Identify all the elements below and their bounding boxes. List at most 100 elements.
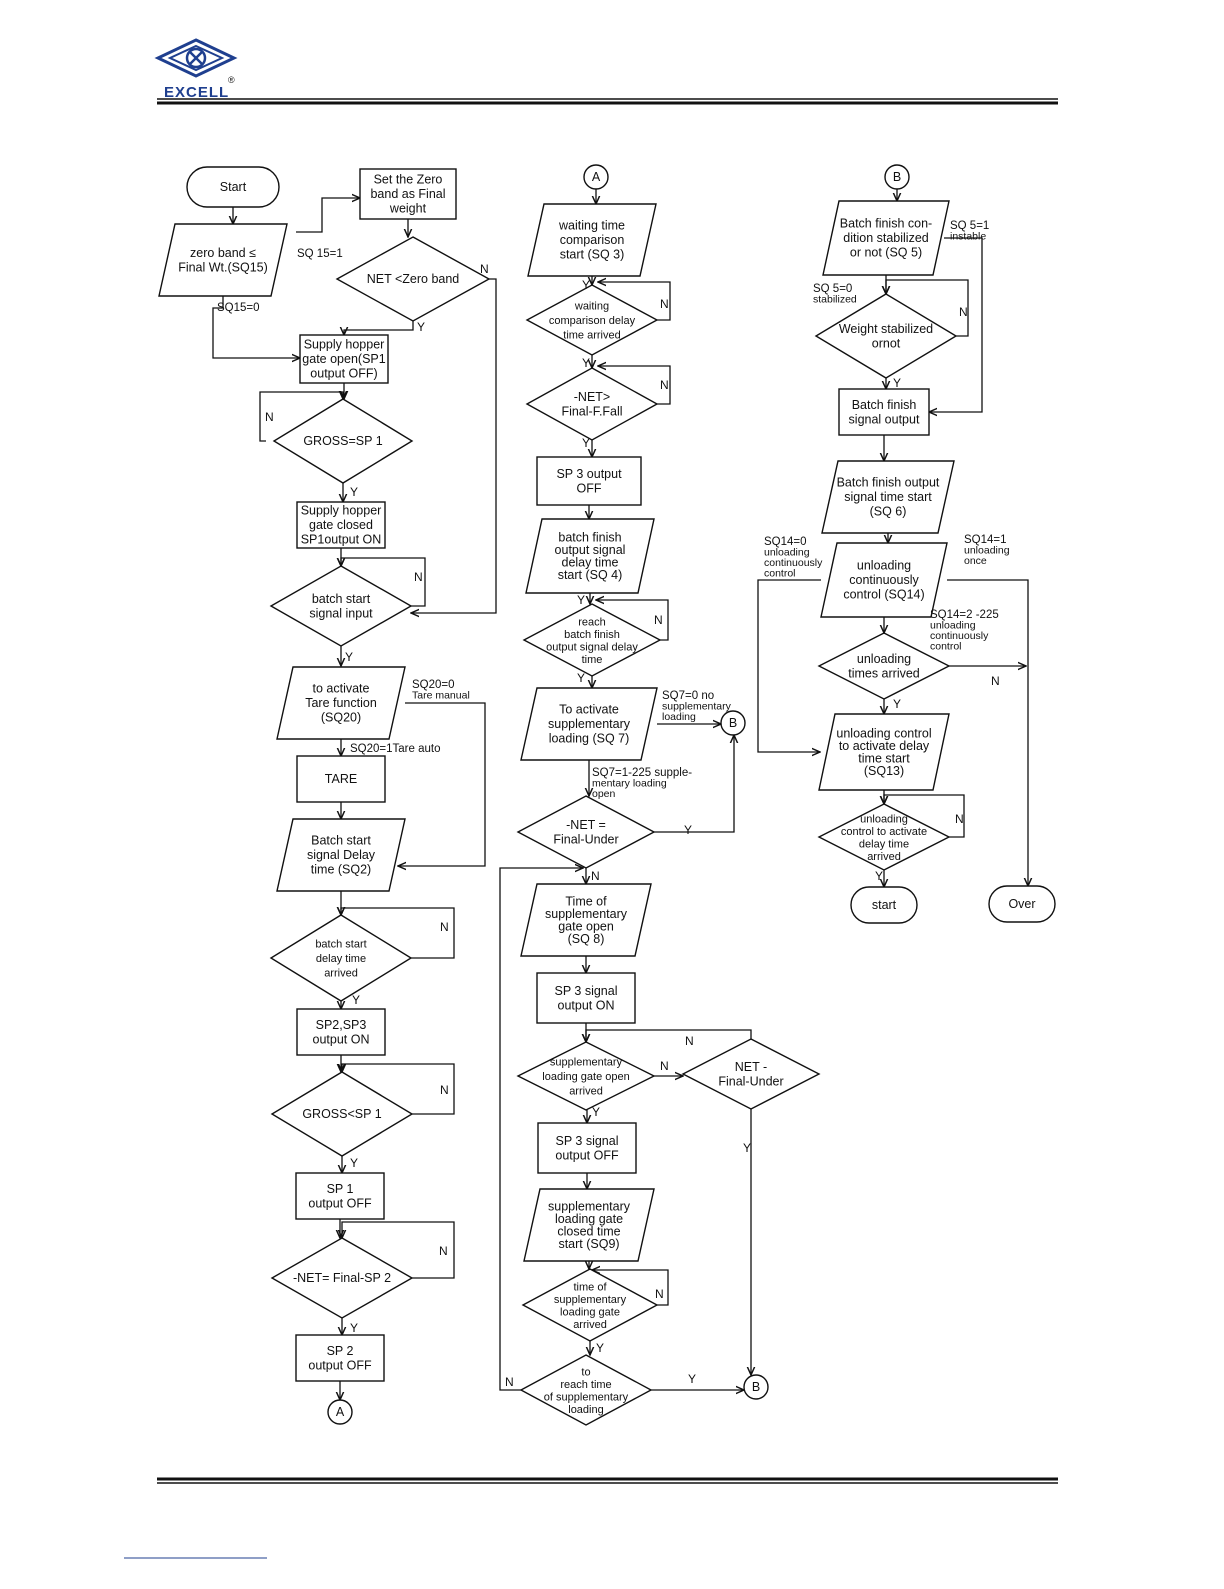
node-label: arrived (867, 851, 901, 863)
branch-label: Y (350, 1321, 358, 1335)
node-conn-b-mid: B (720, 710, 746, 736)
node-label: continuously (849, 573, 919, 587)
node-label: GROSS<SP 1 (302, 1107, 381, 1121)
node-label: signal input (309, 606, 373, 620)
annotation-sq14-0: continuously (764, 557, 823, 569)
branch-label: Y (688, 1372, 696, 1386)
flow-arrow (259, 392, 343, 442)
node-label: OFF (577, 481, 602, 495)
node-label: output OFF (308, 1358, 372, 1372)
branch-label: Y (352, 993, 360, 1007)
flow-arrow (499, 868, 583, 1391)
flow-arrow (342, 1221, 455, 1279)
annotation-sq5-1: instable (950, 231, 986, 243)
node-label: loading gate (555, 1212, 623, 1226)
node-label: to activate delay (839, 739, 930, 753)
node-label: B (752, 1380, 760, 1394)
node-net-under-2: NET -Final-Under (681, 1038, 821, 1110)
node-label: unloading (857, 559, 911, 573)
node-label: time (SQ2) (311, 863, 371, 877)
node-label: signal output (849, 412, 920, 426)
flow-arrow (757, 579, 821, 752)
branch-label: Y (350, 485, 358, 499)
node-label: reach (578, 616, 606, 628)
node-label: signal Delay (307, 848, 376, 862)
node-label: output signal delay (546, 641, 638, 653)
annotation-sq14-2: unloading (930, 620, 976, 632)
node-label: batch start (315, 939, 366, 951)
node-label: SP 3 signal (555, 1134, 618, 1148)
branch-label: N (955, 812, 964, 826)
node-label: Batch start (311, 834, 371, 848)
branch-label: N (440, 920, 449, 934)
branch-label: N (654, 613, 663, 627)
branch-label: N (655, 1287, 664, 1301)
branch-label: N (660, 378, 669, 392)
annotation-sq14-2: control (930, 641, 962, 653)
node-label: GROSS=SP 1 (303, 434, 382, 448)
node-label: delay time (859, 838, 909, 850)
node-label: reach time (560, 1379, 611, 1391)
branch-label: Y (582, 436, 590, 450)
flow-arrow (654, 735, 734, 833)
flow-arrow (398, 702, 486, 866)
flow-arrow (929, 237, 983, 412)
node-label: gate open (558, 919, 614, 933)
node-label: Batch finish (852, 398, 917, 412)
node-label: A (592, 170, 601, 184)
node-start-top: Start (186, 166, 280, 208)
node-label: (SQ 8) (568, 932, 605, 946)
node-label: Final-Under (718, 1074, 783, 1088)
node-label: waiting (574, 301, 609, 313)
node-label: SP 3 signal (554, 984, 617, 998)
node-label: unloading (860, 813, 908, 825)
branch-label: N (414, 570, 423, 584)
branch-label: N (505, 1375, 514, 1389)
header-rule (157, 98, 1058, 105)
excell-logo: EXCELL ® (154, 38, 238, 101)
branch-label: N (480, 262, 489, 276)
node-label: of supplementary (544, 1391, 629, 1403)
branch-label: Y (743, 1141, 751, 1155)
node-label: SP1output ON (301, 533, 382, 547)
node-gross-lt-sp1: GROSS<SP 1 (270, 1071, 414, 1157)
node-label: Batch finish output (837, 476, 940, 490)
registered-mark: ® (228, 75, 235, 85)
annotation-sq20-0: Tare manual (412, 690, 470, 702)
flow-arrow (884, 794, 965, 838)
node-label: output OFF (308, 1196, 372, 1210)
node-over: Over (988, 885, 1056, 923)
node-sp1-off: SP 1output OFF (295, 1172, 385, 1220)
node-label: arrived (324, 968, 358, 980)
node-label: Final Wt.(SQ15) (178, 260, 268, 274)
branch-label: Y (893, 697, 901, 711)
annotation-sq14-2: continuously (930, 630, 989, 642)
node-label: -NET= Final-SP 2 (293, 1271, 391, 1285)
node-label: Supply hopper (301, 504, 382, 518)
node-label: loading (568, 1404, 603, 1416)
node-label: Set the Zero (374, 173, 443, 187)
node-label: supplementary (548, 717, 631, 731)
node-label: ornot (872, 336, 901, 350)
node-conn-a-bottom: A (327, 1399, 353, 1425)
node-label: or not (SQ 5) (850, 246, 922, 260)
node-label: signal time start (844, 490, 932, 504)
node-zero-band: zero band ≤Final Wt.(SQ15) (158, 223, 288, 297)
node-label: (SQ13) (864, 764, 904, 778)
node-gross-sp1: GROSS=SP 1 (272, 398, 414, 484)
